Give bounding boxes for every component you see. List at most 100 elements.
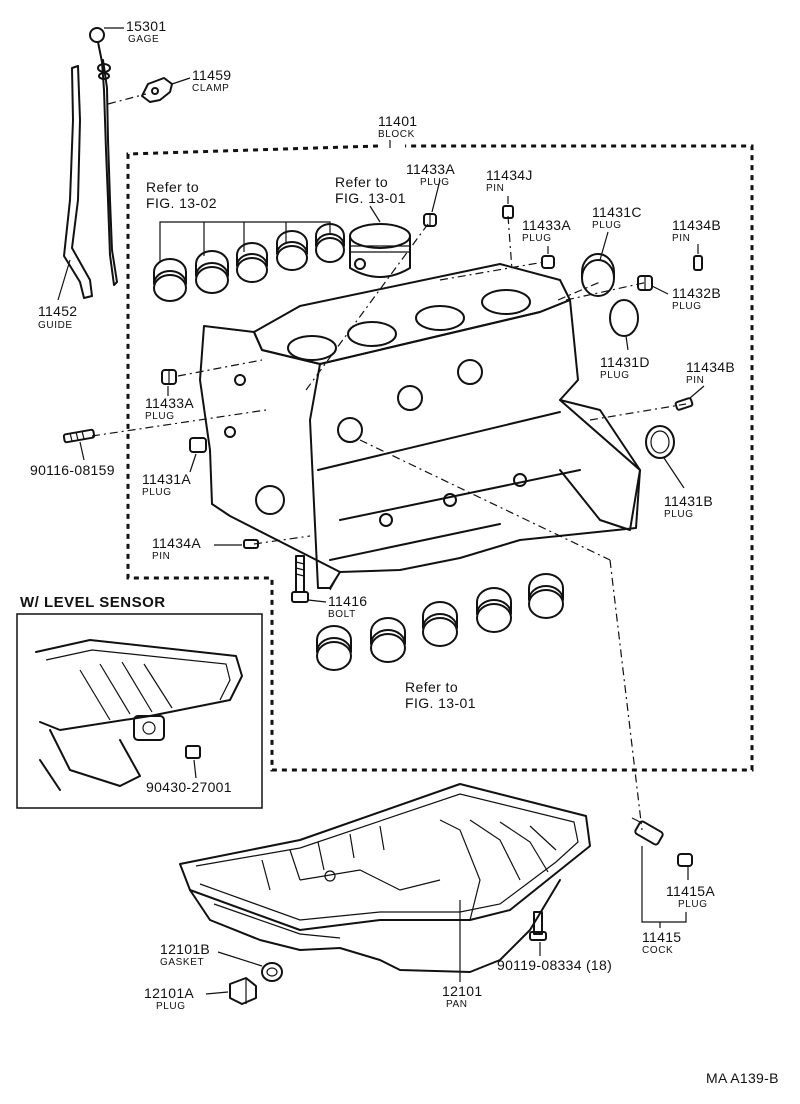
main-bearings <box>153 223 345 302</box>
inset-pan-drawing <box>35 639 243 791</box>
plug-11431c-drawing <box>581 253 615 297</box>
pin-11434a-drawing <box>243 539 259 549</box>
piston-drawing <box>349 223 411 278</box>
sensor-plug-number: 90430-27001 <box>146 779 232 795</box>
leader-stud <box>91 409 267 437</box>
pin-11434j-drawing <box>502 205 514 219</box>
plug-11431a-drawing <box>189 437 207 453</box>
pin-11434j-name: PIN <box>486 183 504 194</box>
plug-11433a-mid-number: 11433A <box>522 217 571 233</box>
plug-11431d-name: PLUG <box>600 370 630 381</box>
clamp-dash <box>107 93 147 105</box>
plug-11431c-number: 11431C <box>592 204 642 220</box>
plug-11431b-drawing <box>645 425 675 459</box>
stud-drawing <box>62 428 96 444</box>
plug-11431a-number: 11431A <box>142 471 191 487</box>
ref-main-line1: Refer to <box>146 179 199 195</box>
leader-plug-left <box>177 359 263 377</box>
footer-code: MA A139-B <box>706 1070 779 1086</box>
plug-11433a-mid-drawing <box>541 255 555 269</box>
cylinder-block-drawing <box>199 263 641 591</box>
plug-11433a-top-leader <box>431 179 441 213</box>
gage-drawing <box>89 27 118 286</box>
pin-11434b-mid-leader <box>689 385 705 399</box>
guide-leader <box>57 259 71 301</box>
leader-pin-b <box>589 403 687 421</box>
leader-rod <box>359 439 611 561</box>
cock-name: COCK <box>642 945 673 956</box>
drain-plug-name: PLUG <box>156 1001 186 1012</box>
plug-11431c-leader <box>599 231 609 261</box>
plug-11433a-mid-name: PLUG <box>522 233 552 244</box>
plug-11415a-name: PLUG <box>678 899 708 910</box>
plug-11431a-name: PLUG <box>142 487 172 498</box>
guide-number: 11452 <box>38 303 77 319</box>
plug-11433a-top-number: 11433A <box>406 161 455 177</box>
clamp-number: 11459 <box>192 67 231 83</box>
pin-11434b-top-drawing <box>693 255 703 271</box>
ref-rod-line2: FIG. 13-01 <box>405 695 476 711</box>
plug-11415a-drawing <box>677 853 693 867</box>
sensor-plug-leader <box>193 759 197 779</box>
leader-11432b <box>565 281 649 301</box>
gage-name: GAGE <box>128 34 159 45</box>
gage-number: 15301 <box>126 18 166 34</box>
plug-11431d-drawing <box>609 299 639 337</box>
inset-box <box>16 613 263 809</box>
leader-plug-c <box>557 281 601 301</box>
gasket-number: 12101B <box>160 941 210 957</box>
plug-11433a-top-drawing <box>423 213 437 227</box>
drain-plug-drawing <box>229 977 257 1005</box>
guide-drawing <box>63 65 93 299</box>
plug-11431b-leader <box>663 457 685 489</box>
plug-11431a-leader <box>189 453 197 473</box>
ref-main-bracket <box>159 221 331 262</box>
pin-11434a-name: PIN <box>152 551 170 562</box>
bolt-11416-drawing <box>291 555 309 603</box>
rod-bearings <box>316 573 564 671</box>
drain-plug-leader <box>205 991 229 995</box>
block-number: 11401 <box>378 113 417 129</box>
clamp-drawing <box>141 77 173 103</box>
plug-11415a-number: 11415A <box>666 883 715 899</box>
clamp-name: CLAMP <box>192 83 229 94</box>
plug-11431c-name: PLUG <box>592 220 622 231</box>
leader-piston-plug <box>305 223 429 391</box>
plug-11431b-name: PLUG <box>664 509 694 520</box>
ref-piston-line1: Refer to <box>335 174 388 190</box>
plug-11433a-top-name: PLUG <box>420 177 450 188</box>
cock-number: 11415 <box>642 929 681 945</box>
plug-11431d-leader <box>625 335 629 351</box>
plug-11432b-number: 11432B <box>672 285 721 301</box>
bolt-11416-leader <box>307 599 327 603</box>
pan-number: 12101 <box>442 983 482 999</box>
oil-pan-drawing <box>179 783 591 973</box>
pan-bolt-number: 90119-08334 (18) <box>497 957 612 973</box>
leader-rod-down <box>609 559 643 831</box>
block-name: BLOCK <box>378 129 415 140</box>
ref-rod-line1: Refer to <box>405 679 458 695</box>
guide-name: GUIDE <box>38 320 73 331</box>
ref-main-line2: FIG. 13-02 <box>146 195 217 211</box>
pin-11434b-top-name: PIN <box>672 233 690 244</box>
plug-11432b-drawing <box>637 275 653 291</box>
drain-plug-number: 12101A <box>144 985 194 1001</box>
pan-bolt-drawing <box>529 911 547 941</box>
plug-11432b-name: PLUG <box>672 301 702 312</box>
stud-number: 90116-08159 <box>30 462 115 478</box>
gasket-leader <box>217 951 263 967</box>
plug-11432b-leader <box>651 285 669 295</box>
leader-pin-j <box>507 215 513 271</box>
pin-11434b-top-number: 11434B <box>672 217 721 233</box>
block-frame <box>126 144 754 772</box>
inset-title: W/ LEVEL SENSOR <box>20 594 166 611</box>
plug-11433a-left-name: PLUG <box>145 411 175 422</box>
pin-11434b-mid-name: PIN <box>686 375 704 386</box>
stud-leader <box>79 441 85 461</box>
plug-11431b-number: 11431B <box>664 493 713 509</box>
plug-11433a-left-drawing <box>161 369 177 385</box>
clamp-leader <box>171 77 191 85</box>
bolt-11416-name: BOLT <box>328 609 356 620</box>
pan-name: PAN <box>446 999 468 1010</box>
